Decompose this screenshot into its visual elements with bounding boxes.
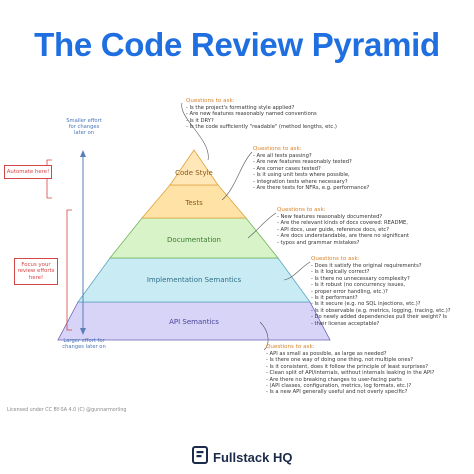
- question-item: integration tests where necessary?: [253, 179, 369, 185]
- question-item: Is there no unnecessary complexity?: [311, 276, 451, 282]
- question-item: Are docs understandable, are there no si…: [277, 233, 409, 239]
- questions-code-style: Questions to ask: Is the project's forma…: [186, 98, 337, 131]
- questions-documentation: Questions to ask: New features reasonabl…: [277, 207, 409, 246]
- question-item: Is the project's formatting style applie…: [186, 105, 337, 111]
- question-item: Are new features reasonably named conven…: [186, 111, 337, 117]
- question-item: Is it robust (no concurrency issues,: [311, 282, 451, 288]
- page-title: The Code Review Pyramid: [34, 26, 440, 63]
- larger-effort-note: Larger effort for changes later on: [62, 338, 106, 351]
- effort-arrow-head-top: [80, 150, 86, 157]
- automate-here-label: Automate here!: [4, 165, 52, 180]
- question-item: Is it observable (e.g. metrics, logging,…: [311, 308, 451, 314]
- level-label-implementation: Implementation Semantics: [147, 276, 242, 284]
- question-item: typos and grammar mistakes?: [277, 240, 409, 246]
- question-item: Does it satisfy the original requirement…: [311, 263, 451, 269]
- questions-header: Questions to ask:: [266, 344, 315, 350]
- question-item: Is it consistent, does it follow the pri…: [266, 364, 434, 370]
- question-item: Is it DRY?: [186, 118, 337, 124]
- connector-documentation: [247, 212, 277, 239]
- questions-header: Questions to ask:: [186, 98, 235, 104]
- question-item: Are there no breaking changes to user-fa…: [266, 377, 434, 383]
- question-item: Are the relevant kinds of docs covered: …: [277, 220, 409, 226]
- question-item: API as small as possible, as large as ne…: [266, 351, 434, 357]
- level-code-style: [169, 149, 219, 186]
- questions-tests: Questions to ask: Are all tests passing?…: [253, 146, 369, 191]
- question-item: New features reasonably documented?: [277, 214, 409, 220]
- question-item: Are new features reasonably tested?: [253, 159, 369, 165]
- questions-header: Questions to ask:: [253, 146, 302, 152]
- question-item: their license acceptable?: [311, 321, 451, 327]
- connector-tests: [221, 151, 253, 201]
- questions-api: Questions to ask: API as small as possib…: [266, 344, 434, 396]
- brand-name: Fullstack HQ: [213, 449, 293, 465]
- brand: Fullstack HQ: [192, 446, 292, 468]
- level-label-api: API Semantics: [169, 318, 219, 326]
- question-item: Are there tests for NFRs, e.g. performan…: [253, 185, 370, 191]
- question-item: Are all tests passing?: [253, 153, 369, 159]
- question-item: Is it secure (e.g. no SQL injections, et…: [311, 301, 451, 307]
- question-item: Is there one way of doing one thing, not…: [266, 357, 434, 363]
- question-item: (API classes, configuration, metrics, lo…: [266, 383, 434, 389]
- question-item: Do newly added dependencies pull their w…: [311, 314, 451, 320]
- connector-api: [259, 321, 269, 351]
- question-item: Is it using unit tests where possible,: [253, 172, 369, 178]
- level-label-documentation: Documentation: [167, 236, 221, 244]
- question-item: proper error handling, etc.)?: [311, 289, 451, 295]
- smaller-effort-note: Smaller effort for changes later on: [66, 118, 102, 137]
- question-item: Is the code sufficiently "readable" (met…: [186, 124, 337, 130]
- questions-header: Questions to ask:: [277, 207, 326, 213]
- question-item: Are corner cases tested?: [253, 166, 369, 172]
- focus-review-label: Focus your review efforts here!: [14, 258, 58, 286]
- level-label-code: Code Style: [175, 169, 213, 177]
- question-item: Is it logically correct?: [311, 269, 451, 275]
- fullstackhq-logo-icon: [192, 446, 208, 468]
- question-item: Is it performant?: [311, 295, 451, 301]
- license-note: Licensed under CC BY-SA 4.0 (C) @gunnarm…: [7, 408, 127, 413]
- level-label-tests: Tests: [184, 199, 203, 207]
- question-item: Is a new API generally useful and not ov…: [266, 389, 434, 395]
- focus-bracket: [66, 209, 72, 331]
- questions-header: Questions to ask:: [311, 256, 360, 262]
- effort-arrow-head-bottom: [80, 328, 86, 335]
- questions-implementation: Questions to ask: Does it satisfy the or…: [311, 256, 451, 327]
- question-item: Clean split of API/internals, without in…: [266, 370, 435, 376]
- question-item: API docs, user guide, reference docs, et…: [277, 227, 409, 233]
- connector-implementation: [283, 261, 311, 281]
